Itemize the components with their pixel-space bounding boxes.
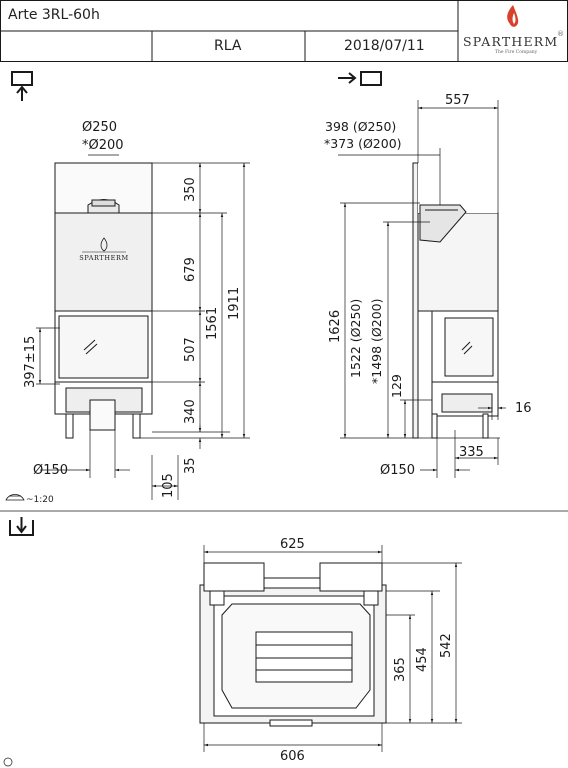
dim-129: 129 (389, 374, 404, 398)
dim-16: 16 (515, 401, 532, 416)
dim-454: 454 (415, 647, 430, 672)
dim-105: 105 (161, 473, 176, 498)
dim-606: 606 (280, 749, 305, 764)
spartherm-flame-icon (507, 5, 519, 27)
front-view-dimensions (36, 154, 250, 500)
side-view (412, 162, 499, 439)
dim-557: 557 (445, 93, 470, 108)
dim-340: 340 (183, 399, 198, 424)
dim-542: 542 (439, 633, 454, 658)
door-flame-icon (82, 237, 126, 253)
brand-logo-text: SPARTHERM (463, 34, 559, 49)
title-block: Arte 3RL-60h RLA 2018/07/11 SPARTHERM Th… (0, 0, 568, 62)
flue-diameter-label: Ø250 (82, 120, 117, 135)
copyright-icon (3, 757, 13, 767)
top-view (199, 562, 387, 727)
dim-507: 507 (183, 337, 198, 362)
registered-mark: ® (557, 30, 564, 38)
front-view (54, 162, 153, 439)
side-view-dimensions (338, 100, 506, 478)
scale-icon (5, 494, 25, 501)
dim-1498: *1498 (Ø200) (369, 299, 384, 385)
dim-1911: 1911 (227, 287, 242, 320)
dim-350: 350 (183, 177, 198, 202)
dim-35: 35 (183, 457, 198, 474)
variant-code: RLA (214, 38, 242, 54)
top-view-icon (9, 517, 34, 536)
flue-diameter-alt-label: *Ø200 (82, 138, 124, 153)
dim-373: *373 (Ø200) (324, 136, 402, 151)
side-air-inlet-label: Ø150 (380, 463, 415, 478)
brand-tagline: The Fire Company (495, 50, 538, 55)
dim-1561: 1561 (205, 307, 220, 340)
front-air-inlet-label: Ø150 (33, 463, 68, 478)
side-view-icon (338, 71, 382, 86)
dim-335: 335 (459, 445, 484, 460)
top-view-dimensions (203, 545, 462, 752)
scale-label: ~1:20 (26, 495, 54, 505)
dim-1626: 1626 (328, 310, 343, 343)
model-name: Arte 3RL-60h (8, 7, 100, 23)
dim-397: 397±15 (23, 336, 38, 388)
front-view-icon (11, 71, 33, 101)
dim-398: 398 (Ø250) (325, 119, 396, 134)
dim-679: 679 (183, 257, 198, 282)
dim-1522: 1522 (Ø250) (348, 299, 363, 378)
dim-625: 625 (280, 537, 305, 552)
drawing-date: 2018/07/11 (344, 38, 425, 54)
dim-365: 365 (393, 657, 408, 682)
door-brand-label: SPARTHERM (79, 254, 128, 262)
